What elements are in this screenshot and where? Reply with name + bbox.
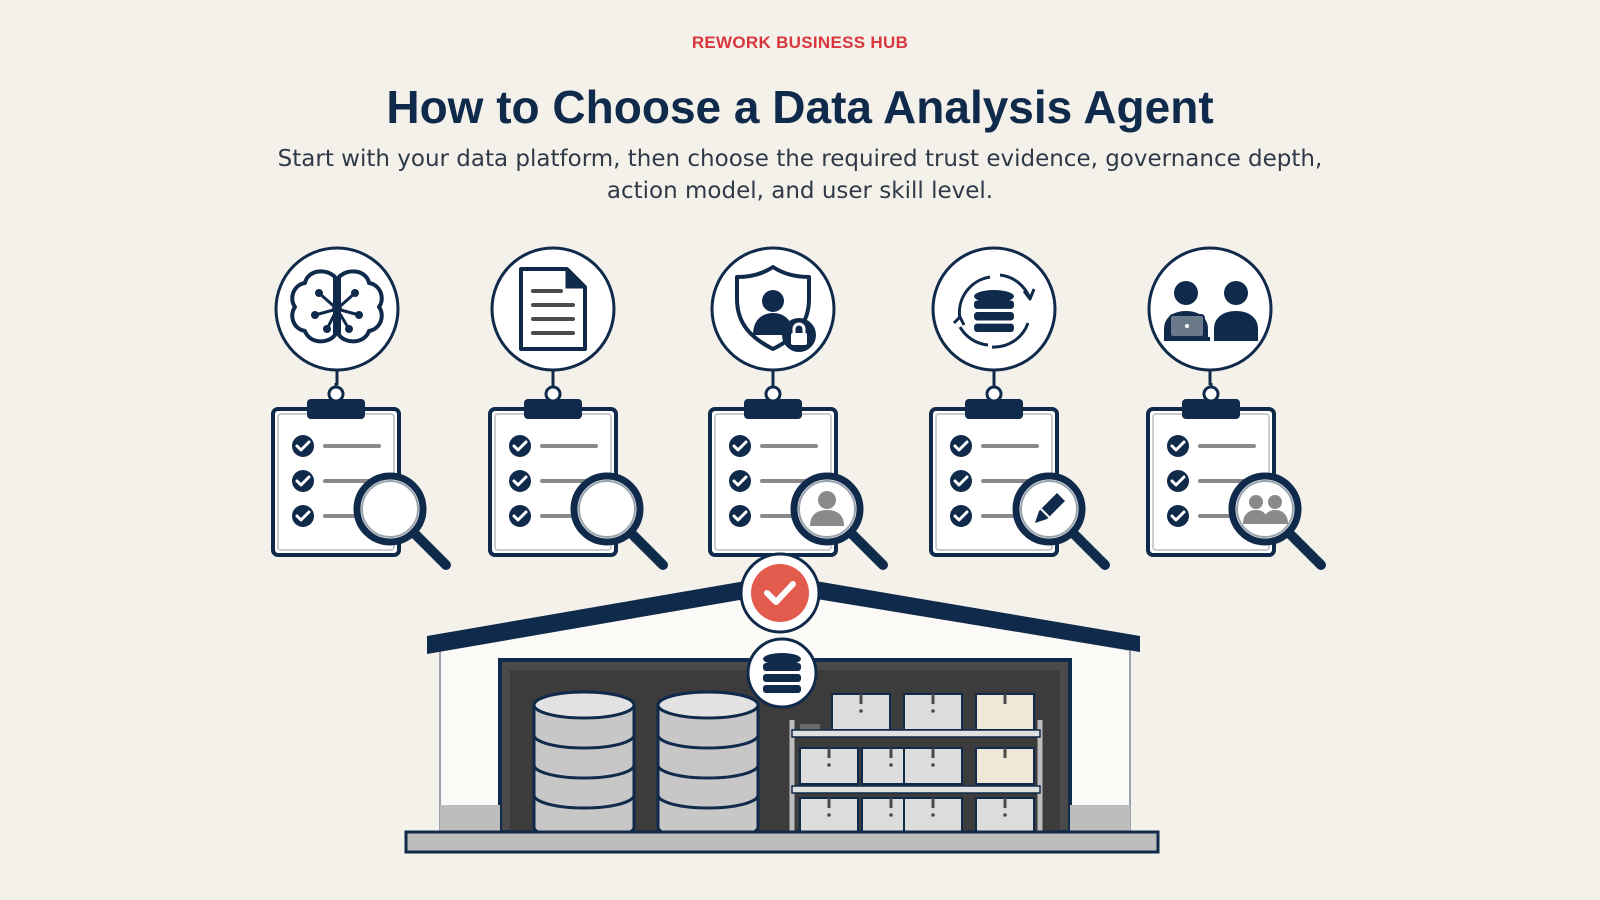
database-sync-icon	[931, 246, 1057, 387]
step-3-group	[708, 246, 883, 565]
magnifier-user-icon	[794, 476, 883, 565]
database-cylinder-2	[656, 690, 760, 842]
brand-label: REWORK BUSINESS HUB	[691, 33, 909, 52]
shield-user-lock-icon	[710, 246, 836, 387]
database-icon	[746, 637, 818, 709]
magnifier-users-icon	[1232, 476, 1321, 565]
database-cylinder-1	[532, 690, 636, 842]
step-5-group	[1146, 246, 1321, 565]
step-2-group	[488, 246, 663, 565]
warehouse-illustration	[404, 552, 1160, 854]
brain-network-icon	[274, 246, 400, 387]
step-4-group	[929, 246, 1105, 565]
magnifier-pencil-icon	[1016, 476, 1105, 565]
two-users-laptop-icon	[1147, 246, 1273, 387]
page-subtitle: Start with your data platform, then choo…	[277, 146, 1323, 204]
step-1-group	[271, 246, 446, 565]
check-badge-icon	[739, 552, 821, 634]
document-icon	[490, 246, 616, 387]
page-title: How to Choose a Data Analysis Agent	[386, 81, 1214, 133]
storage-shelves	[789, 692, 1043, 836]
